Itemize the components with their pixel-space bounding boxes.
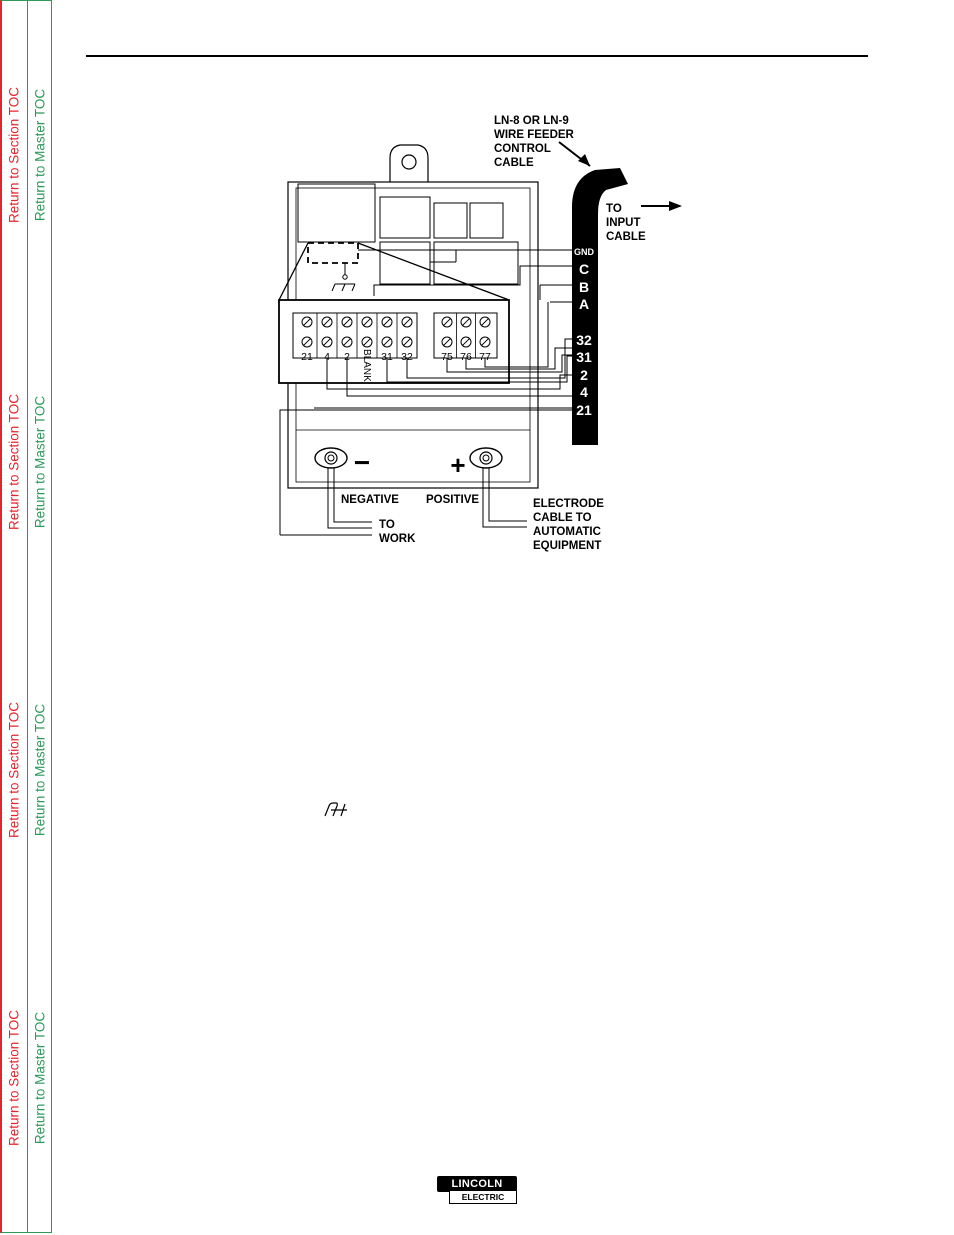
terminal-label: 77 [479, 351, 491, 363]
component-block [433, 202, 468, 239]
input-cable-label: TO [606, 203, 622, 215]
electrode-cable-label: CABLE TO [533, 512, 592, 524]
electrode-cable-label: EQUIPMENT [533, 540, 601, 552]
feeder-cable-label: CONTROL [494, 143, 551, 155]
terminal-label: 4 [324, 351, 330, 363]
feeder-cable-label: WIRE FEEDER [494, 129, 575, 141]
terminal-strip-location [307, 242, 359, 264]
input-cable-label: INPUT [606, 217, 641, 229]
cable-wire-label: 21 [576, 402, 592, 418]
cable-wire-label: A [579, 296, 589, 312]
terminal-block-left [292, 312, 418, 359]
feeder-cable-label: LN-8 OR LN-9 [494, 115, 569, 127]
terminal-label: BLANK [361, 349, 372, 382]
mounting-hole [401, 154, 417, 170]
to-work-label: WORK [379, 533, 416, 545]
positive-symbol: + [450, 450, 465, 480]
terminal-label: 31 [381, 351, 393, 363]
cable-wire-label: C [579, 261, 589, 277]
terminal-label: 32 [401, 351, 413, 363]
component-block [379, 196, 431, 239]
component-block [297, 183, 376, 243]
terminal-label: 75 [441, 351, 453, 363]
cable-wire-label: 4 [580, 384, 588, 400]
toc-sidebar [0, 0, 52, 1233]
terminal-label: 2 [344, 351, 350, 363]
positive-label: POSITIVE [426, 494, 479, 506]
lincoln-electric-logo: LINCOLN ELECTRIC [437, 1176, 517, 1206]
ground-symbol-icon [324, 802, 347, 817]
negative-symbol: − [354, 447, 370, 478]
mounting-tab [389, 144, 429, 182]
input-cable-label: CABLE [606, 231, 646, 243]
feeder-cable-label: CABLE [494, 157, 534, 169]
electrode-cable-label: AUTOMATIC [533, 526, 601, 538]
negative-label: NEGATIVE [341, 494, 399, 506]
terminal-strip-detail [278, 299, 510, 384]
component-block [379, 241, 431, 285]
cable-wire-label: 31 [576, 349, 592, 365]
cable-wire-label: 2 [580, 367, 588, 383]
cable-wire-label: GND [574, 247, 595, 257]
terminal-label: 21 [301, 351, 313, 363]
to-work-label: TO [379, 519, 395, 531]
header-rule [86, 55, 868, 57]
control-cable [572, 168, 628, 445]
cable-wire-label: 32 [576, 332, 592, 348]
toc-divider [27, 0, 28, 1233]
component-block [433, 241, 519, 285]
component-block [469, 202, 504, 239]
cable-wire-label: B [579, 279, 589, 295]
electrode-cable-label: ELECTRODE [533, 498, 604, 510]
terminal-label: 76 [460, 351, 472, 363]
